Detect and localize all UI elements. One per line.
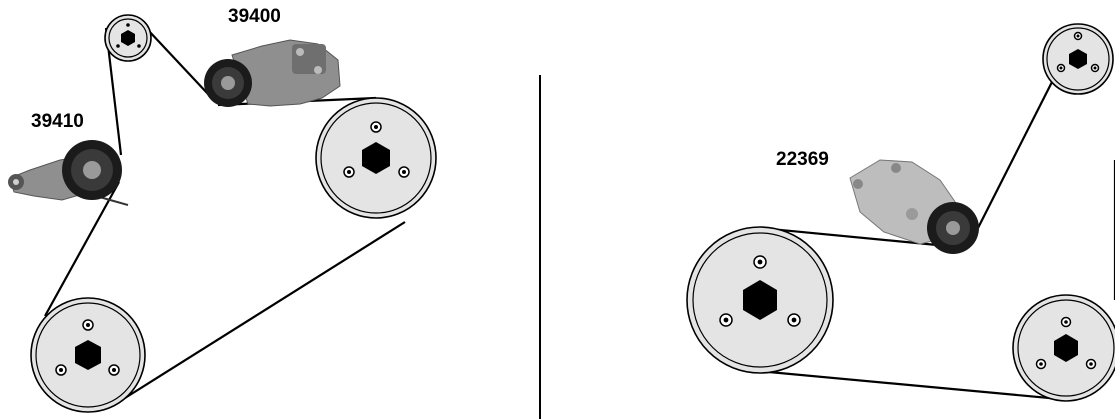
right-top-idler-pulley xyxy=(1043,24,1113,94)
tensioner-39400 xyxy=(204,40,340,107)
tensioner-22369 xyxy=(850,160,979,254)
left-right-large-pulley xyxy=(316,98,436,218)
part-number-22369: 22369 xyxy=(776,149,829,170)
left-belt-layout: 39400 39410 xyxy=(8,6,436,412)
left-bottom-pulley xyxy=(31,298,145,412)
tensioner-39410 xyxy=(8,140,128,205)
part-number-39400: 39400 xyxy=(228,6,281,27)
left-top-idler-pulley xyxy=(105,15,151,61)
right-belt-layout: 22369 xyxy=(687,24,1115,401)
part-number-39410: 39410 xyxy=(31,111,84,132)
right-large-pulley xyxy=(687,227,833,373)
right-bottom-pulley xyxy=(1013,295,1115,401)
